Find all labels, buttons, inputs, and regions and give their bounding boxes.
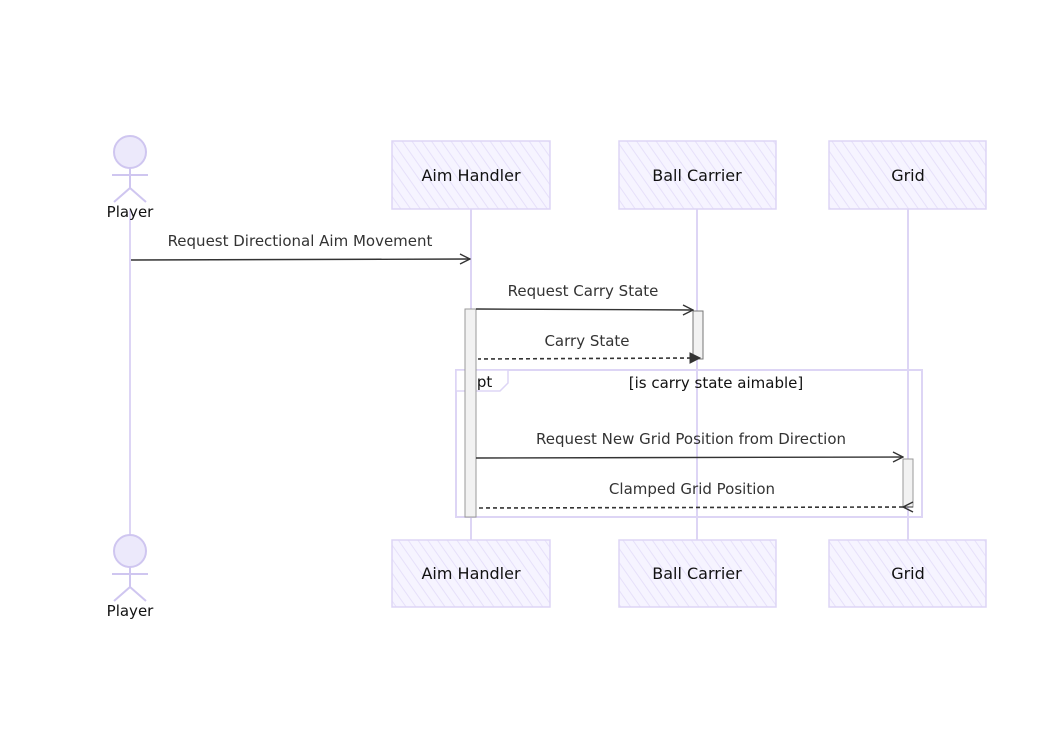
message-label: Request Directional Aim Movement xyxy=(168,232,433,250)
message-clamped-grid-position: Clamped Grid Position xyxy=(477,480,903,508)
participant-grid-bottom: Grid xyxy=(828,539,987,608)
participant-label-grid-top: Grid xyxy=(891,166,925,185)
message-label: Carry State xyxy=(544,332,629,350)
message-carry-state: Carry State xyxy=(477,332,691,359)
participant-aim-handler-bottom: Aim Handler xyxy=(391,539,551,608)
actor-label-player-bottom: Player xyxy=(107,602,155,620)
activation-aim-handler xyxy=(464,308,477,518)
stick-figure-icon xyxy=(112,534,148,602)
stick-figure-icon xyxy=(112,135,148,203)
fragment-frame xyxy=(455,369,923,518)
message-label: Clamped Grid Position xyxy=(609,480,775,498)
message-arrow xyxy=(475,309,693,310)
participant-label-aim-handler-bottom: Aim Handler xyxy=(421,564,520,583)
actor-player-bottom: Player xyxy=(107,534,155,620)
activation-ball-carrier xyxy=(692,310,704,360)
message-arrow xyxy=(477,358,691,359)
actor-label-player-top: Player xyxy=(107,203,155,221)
message-request-carry-state: Request Carry State xyxy=(475,282,693,310)
message-label: Request Carry State xyxy=(508,282,659,300)
message-label: Request New Grid Position from Direction xyxy=(536,430,846,448)
participant-grid-top: Grid xyxy=(828,140,987,210)
participant-label-grid-bottom: Grid xyxy=(891,564,925,583)
participant-ball-carrier-top: Ball Carrier xyxy=(618,140,777,210)
participant-aim-handler-top: Aim Handler xyxy=(391,140,551,210)
message-request-directional-aim-movement: Request Directional Aim Movement xyxy=(130,232,470,260)
participant-label-ball-carrier-bottom: Ball Carrier xyxy=(652,564,742,583)
message-request-new-grid-position: Request New Grid Position from Direction xyxy=(475,430,903,458)
actor-player-top: Player xyxy=(107,135,155,221)
participant-label-aim-handler-top: Aim Handler xyxy=(421,166,520,185)
message-arrow xyxy=(475,457,903,458)
message-arrow xyxy=(130,259,470,260)
message-arrow xyxy=(477,507,903,508)
participant-ball-carrier-bottom: Ball Carrier xyxy=(618,539,777,608)
participant-label-ball-carrier-top: Ball Carrier xyxy=(652,166,742,185)
activation-grid xyxy=(902,458,914,508)
fragment-condition-label: [is carry state aimable] xyxy=(629,374,803,392)
